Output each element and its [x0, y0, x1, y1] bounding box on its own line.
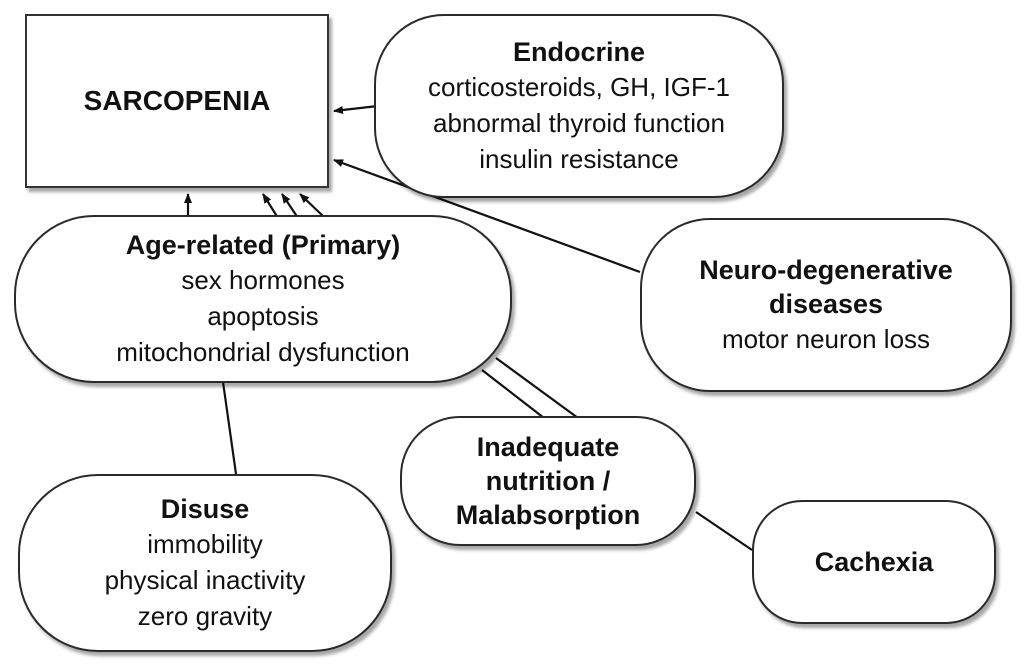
disuse-title: Disuse: [160, 494, 250, 524]
endocrine-node: Endocrine corticosteroids, GH, IGF-1 abn…: [374, 14, 784, 198]
sarcopenia-box: SARCOPENIA: [25, 14, 329, 188]
age-related-line-2: apoptosis: [207, 301, 319, 331]
endocrine-line-1: corticosteroids, GH, IGF-1: [428, 72, 730, 102]
arrow-neuro-to-sarcopenia: [333, 158, 641, 274]
line-age-to-nutrition-b: [495, 357, 579, 419]
disuse-line-1: immobility: [147, 529, 263, 559]
neuro-title-line-1: Neuro-degenerative: [699, 255, 953, 285]
age-related-line-3: mitochondrial dysfunction: [116, 337, 410, 367]
age-related-node: Age-related (Primary) sex hormones apopt…: [14, 215, 512, 383]
disuse-node: Disuse immobility physical inactivity ze…: [18, 474, 392, 652]
arrow-nutrition-path-1: [262, 193, 279, 219]
arrow-nutrition-path-2: [281, 193, 299, 219]
disuse-line-2: physical inactivity: [104, 565, 306, 595]
endocrine-title: Endocrine: [512, 37, 646, 67]
neuro-line-1: motor neuron loss: [721, 324, 931, 354]
neuro-title-line-2: diseases: [768, 289, 884, 319]
endocrine-line-2: abnormal thyroid function: [433, 108, 725, 138]
nutrition-title-line-1: Inadequate: [476, 432, 620, 462]
cachexia-node: Cachexia: [752, 500, 996, 624]
nutrition-title-line-2: nutrition /: [485, 466, 611, 496]
neuro-degenerative-node: Neuro-degenerative diseases motor neuron…: [640, 218, 1012, 392]
endocrine-line-3: insulin resistance: [479, 144, 679, 174]
line-age-to-disuse: [221, 381, 238, 475]
line-age-to-nutrition-a: [481, 369, 545, 419]
cachexia-title: Cachexia: [814, 547, 934, 577]
arrow-endocrine-to-sarcopenia: [333, 104, 379, 114]
line-nutrition-to-cachexia: [695, 511, 753, 551]
age-related-title: Age-related (Primary): [125, 230, 401, 260]
nutrition-node: Inadequate nutrition / Malabsorption: [400, 416, 696, 546]
nutrition-title-line-3: Malabsorption: [455, 500, 641, 530]
sarcopenia-title: SARCOPENIA: [83, 85, 271, 116]
age-related-line-1: sex hormones: [181, 265, 345, 295]
arrow-nutrition-path-3: [299, 193, 326, 219]
disuse-line-3: zero gravity: [137, 601, 273, 631]
